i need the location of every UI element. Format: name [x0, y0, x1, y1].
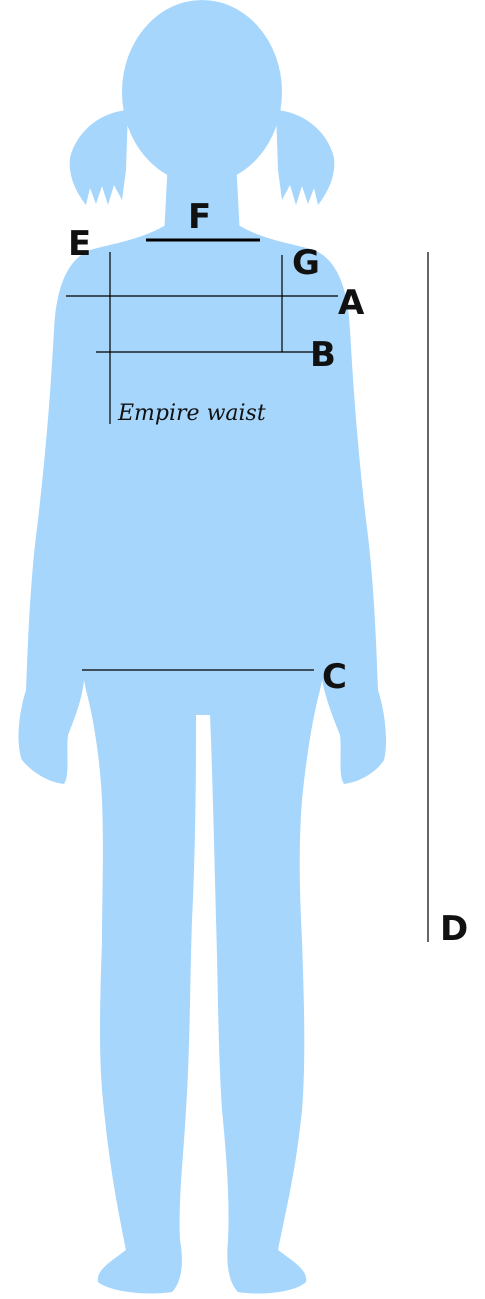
right-pigtail: [276, 110, 334, 205]
label-B: B: [310, 335, 336, 375]
label-empire-waist: Empire waist: [117, 401, 266, 426]
label-C: C: [322, 657, 347, 697]
head: [122, 0, 282, 184]
label-E: E: [68, 224, 91, 264]
label-F: F: [188, 197, 211, 237]
torso: [19, 226, 386, 1294]
left-pigtail: [70, 110, 128, 205]
label-D: D: [440, 909, 468, 949]
label-A: A: [338, 283, 365, 323]
girl-silhouette: [19, 0, 386, 1294]
label-G: G: [292, 243, 320, 283]
